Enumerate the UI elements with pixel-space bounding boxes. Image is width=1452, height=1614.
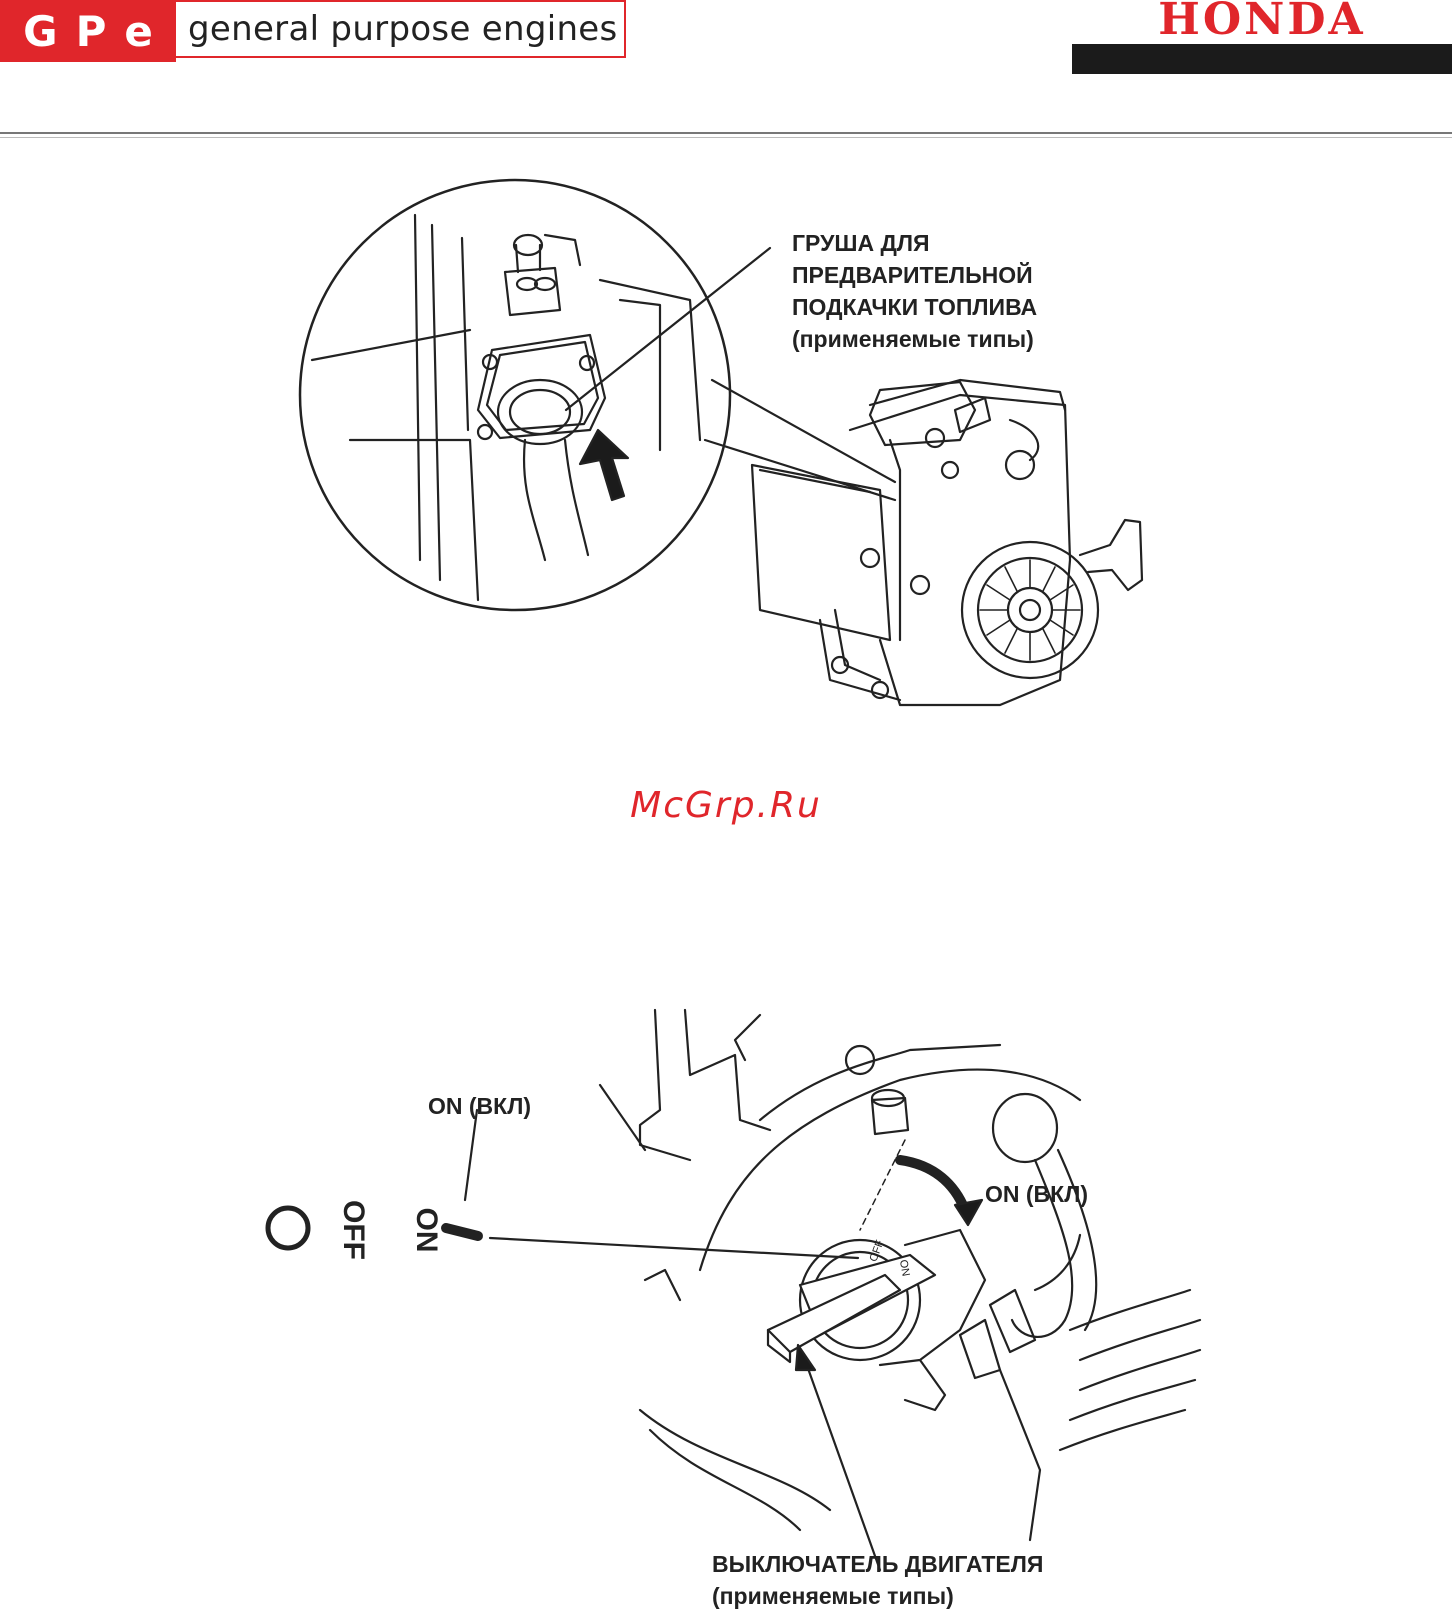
gpe-logo: G P e general purpose engines bbox=[0, 0, 626, 62]
honda-wordmark: HONDA bbox=[1072, 0, 1452, 42]
honda-logo: HONDA bbox=[1072, 0, 1452, 74]
gpe-tagline: general purpose engines bbox=[176, 0, 626, 58]
gpe-letter-g: G bbox=[23, 7, 57, 56]
gpe-logo-mark: G P e bbox=[0, 0, 176, 62]
symbol-on-text: ON bbox=[403, 1205, 443, 1255]
honda-logo-bar bbox=[1072, 44, 1452, 74]
primer-bulb-figure bbox=[0, 150, 1452, 750]
primer-bulb-illustration bbox=[0, 150, 1452, 750]
engine-switch-figure bbox=[0, 990, 1452, 1614]
primer-label-line-1: ГРУША ДЛЯ bbox=[792, 227, 1037, 259]
on-label-left: ON (ВКЛ) bbox=[428, 1090, 531, 1122]
engine-switch-label: ВЫКЛЮЧАТЕЛЬ ДВИГАТЕЛЯ (применяемые типы) bbox=[712, 1548, 1043, 1612]
primer-bulb-label: ГРУША ДЛЯ ПРЕДВАРИТЕЛЬНОЙ ПОДКАЧКИ ТОПЛИ… bbox=[792, 227, 1037, 355]
gpe-letter-p: P bbox=[76, 7, 107, 56]
header-divider-thin bbox=[0, 137, 1452, 138]
header-divider bbox=[0, 132, 1452, 134]
dial-on-marking: ON bbox=[897, 1259, 912, 1277]
engine-switch-illustration bbox=[0, 990, 1452, 1614]
primer-label-note: (применяемые типы) bbox=[792, 323, 1037, 355]
on-label-right: ON (ВКЛ) bbox=[985, 1178, 1088, 1210]
watermark: McGrp.Ru bbox=[0, 785, 1452, 826]
engine-switch-label-note: (применяемые типы) bbox=[712, 1580, 1043, 1612]
primer-label-line-2: ПРЕДВАРИТЕЛЬНОЙ bbox=[792, 259, 1037, 291]
symbol-off-text: OFF bbox=[330, 1200, 370, 1260]
gpe-letter-e: e bbox=[124, 7, 153, 56]
engine-switch-label-title: ВЫКЛЮЧАТЕЛЬ ДВИГАТЕЛЯ bbox=[712, 1548, 1043, 1580]
primer-label-line-3: ПОДКАЧКИ ТОПЛИВА bbox=[792, 291, 1037, 323]
